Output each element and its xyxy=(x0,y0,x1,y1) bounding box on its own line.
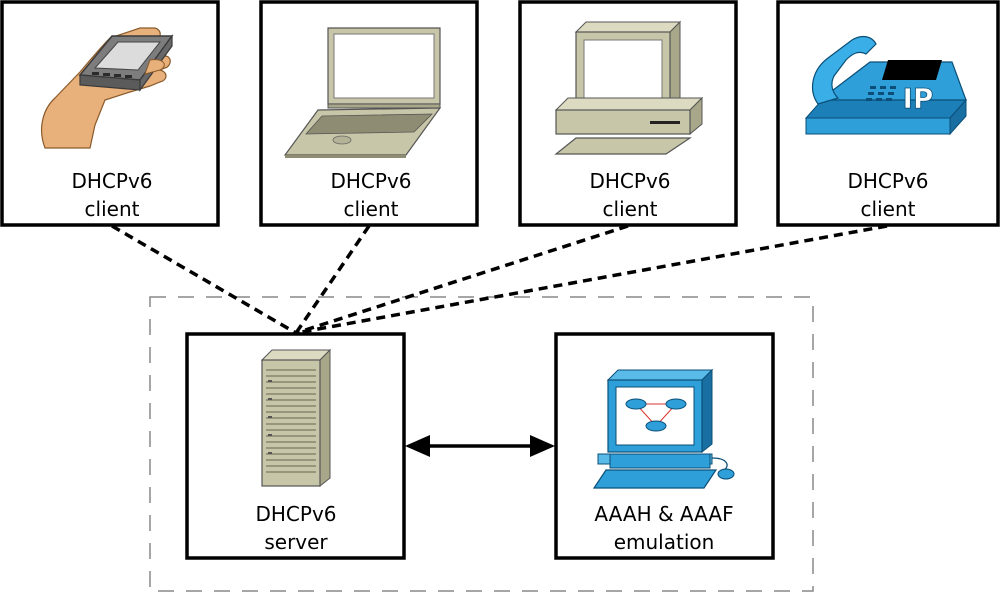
client-label-line2: client xyxy=(861,197,916,221)
aaa-label-line2: emulation xyxy=(614,530,715,554)
bidirectional-arrow xyxy=(405,435,555,457)
aaa-label-line1: AAAH & AAAF xyxy=(594,502,733,526)
network-management-workstation-icon xyxy=(592,368,735,489)
client-label-line1: DHCPv6 xyxy=(847,169,928,193)
client-label-line2: client xyxy=(344,197,399,221)
ip-phone-icon: IP xyxy=(804,35,968,136)
tower-server-icon xyxy=(260,348,332,488)
server-group-outline xyxy=(149,296,814,592)
client-server-connectors xyxy=(111,224,888,335)
laptop-icon xyxy=(283,27,442,158)
desktop-pc-icon xyxy=(554,20,704,155)
server-label-line2: server xyxy=(264,530,328,554)
aaa-box: AAAH & AAAF emulation xyxy=(554,332,775,560)
pda-in-hand-icon xyxy=(41,27,174,149)
client-label-line1: DHCPv6 xyxy=(71,169,152,193)
connector-client-3 xyxy=(295,224,629,335)
client-label-line2: client xyxy=(603,197,658,221)
client-label-line1: DHCPv6 xyxy=(589,169,670,193)
connector-client-1 xyxy=(111,224,297,335)
connector-client-4 xyxy=(295,224,888,335)
client-box-3: DHCPv6 client xyxy=(518,0,738,227)
server-box: DHCPv6 server xyxy=(185,332,406,560)
client-box-4: IP DHCPv6 client xyxy=(776,0,1000,227)
client-box-2: DHCPv6 client xyxy=(259,0,479,227)
client-label-line2: client xyxy=(85,197,140,221)
client-label-line1: DHCPv6 xyxy=(330,169,411,193)
connector-client-2 xyxy=(294,225,371,334)
router-topology-graphic xyxy=(625,398,687,432)
ip-phone-badge: IP xyxy=(903,82,934,115)
client-box-1: DHCPv6 client xyxy=(0,0,220,227)
server-label-line1: DHCPv6 xyxy=(255,502,336,526)
